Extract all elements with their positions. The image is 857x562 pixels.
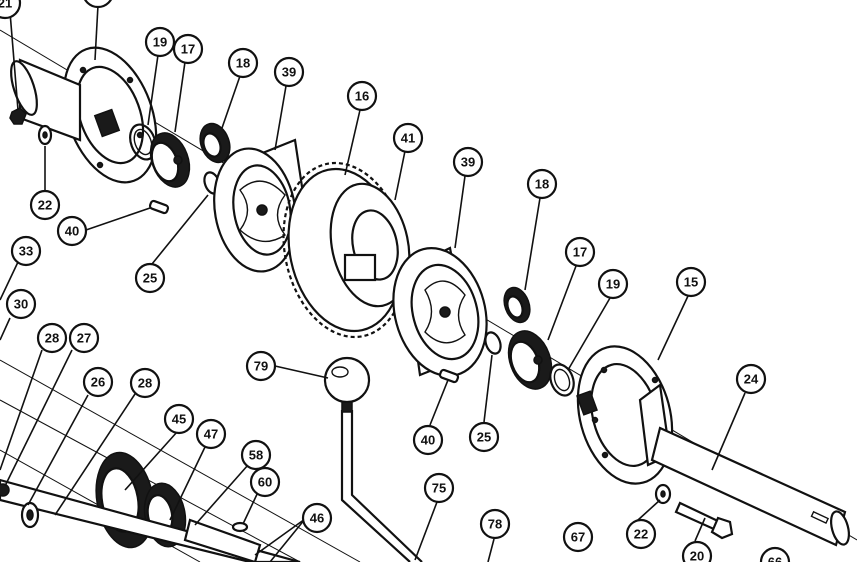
shift-knob-79: [323, 356, 371, 404]
gear-17b: [507, 330, 553, 390]
svg-text:39: 39: [282, 65, 296, 80]
callout-75: 75: [423, 472, 455, 504]
callout-22b: 22: [625, 518, 657, 550]
thrust-washer-19b: [549, 363, 575, 397]
svg-text:24: 24: [744, 372, 759, 387]
callout-17a: 17: [172, 33, 204, 65]
ring-gear-16: [282, 161, 411, 339]
right-hub-flange-15: [576, 345, 674, 485]
callout-22a: 22: [29, 189, 61, 221]
washer-22b: [654, 483, 672, 505]
callout-45: 45: [163, 403, 195, 435]
svg-text:46: 46: [310, 511, 324, 526]
axle-shaft-24: [650, 426, 850, 547]
callout-79: 79: [245, 350, 277, 382]
svg-text:39: 39: [461, 155, 475, 170]
svg-text:75: 75: [432, 481, 446, 496]
key-60: [231, 521, 249, 533]
bolt-20: [674, 501, 734, 540]
svg-text:28: 28: [45, 331, 59, 346]
svg-text:18: 18: [236, 56, 250, 71]
svg-text:18: 18: [535, 177, 549, 192]
svg-text:15: 15: [684, 275, 698, 290]
callout-67: 67: [562, 521, 594, 553]
svg-text:25: 25: [477, 430, 491, 445]
left-hub-flange: [10, 46, 158, 184]
callout-15: 15: [675, 266, 707, 298]
callout-40b: 40: [412, 424, 444, 456]
callout-20: 20: [681, 540, 713, 562]
callout-18a: 18: [227, 47, 259, 79]
svg-text:33: 33: [19, 244, 33, 259]
gear-18a: [199, 122, 231, 164]
svg-text:17: 17: [573, 245, 587, 260]
callout-47: 47: [195, 418, 227, 450]
callout-14: 14: [84, 0, 112, 9]
svg-text:22: 22: [38, 198, 52, 213]
svg-text:40: 40: [65, 224, 79, 239]
gear-18b: [503, 286, 531, 324]
callout-27: 27: [68, 322, 100, 354]
snap-ring-25b: [484, 331, 502, 355]
svg-text:26: 26: [91, 375, 105, 390]
callout-30: 30: [5, 288, 37, 320]
shift-lever-75: [340, 401, 423, 562]
svg-text:20: 20: [690, 549, 704, 562]
callout-28b: 28: [129, 367, 161, 399]
callout-41: 41: [392, 122, 424, 154]
svg-text:30: 30: [14, 297, 28, 312]
callout-26: 26: [82, 366, 114, 398]
svg-text:66: 66: [768, 555, 782, 562]
svg-text:25: 25: [143, 271, 157, 286]
callout-19b: 19: [597, 268, 629, 300]
callout-78: 78: [479, 508, 511, 540]
callout-28a: 28: [36, 322, 68, 354]
callout-33: 33: [10, 235, 42, 267]
callout-60: 60: [249, 466, 281, 498]
svg-text:60: 60: [258, 475, 272, 490]
callout-39b: 39: [452, 146, 484, 178]
callout-40a: 40: [56, 215, 88, 247]
callout-25b: 25: [468, 421, 500, 453]
svg-text:47: 47: [204, 427, 218, 442]
nut-21: [9, 107, 27, 125]
svg-text:78: 78: [488, 517, 502, 532]
svg-text:28: 28: [138, 376, 152, 391]
callout-39a: 39: [273, 56, 305, 88]
callout-16: 16: [346, 80, 378, 112]
pin-40a: [148, 199, 170, 215]
svg-text:21: 21: [0, 0, 12, 11]
callout-58: 58: [240, 439, 272, 471]
svg-text:19: 19: [606, 277, 620, 292]
callout-46: 46: [301, 502, 333, 534]
washer-22a: [37, 124, 53, 146]
leader-lines: [0, 4, 746, 562]
callout-66: 66: [759, 546, 791, 562]
carrier-39b: [392, 246, 488, 377]
callout-25a: 25: [134, 262, 166, 294]
svg-text:45: 45: [172, 412, 186, 427]
callout-21: 21: [0, 0, 22, 20]
svg-text:67: 67: [571, 530, 585, 545]
svg-text:19: 19: [153, 35, 167, 50]
gear-17a: [149, 132, 191, 188]
svg-text:79: 79: [254, 359, 268, 374]
callout-18b: 18: [526, 168, 558, 200]
svg-text:40: 40: [421, 433, 435, 448]
svg-text:58: 58: [249, 448, 263, 463]
svg-text:41: 41: [401, 131, 415, 146]
callout-19a: 19: [144, 26, 176, 58]
pin-40b: [438, 368, 460, 384]
callout-17b: 17: [564, 236, 596, 268]
callout-24: 24: [735, 363, 767, 395]
svg-text:16: 16: [355, 89, 369, 104]
svg-text:17: 17: [181, 42, 195, 57]
svg-text:22: 22: [634, 527, 648, 542]
svg-text:27: 27: [77, 331, 91, 346]
